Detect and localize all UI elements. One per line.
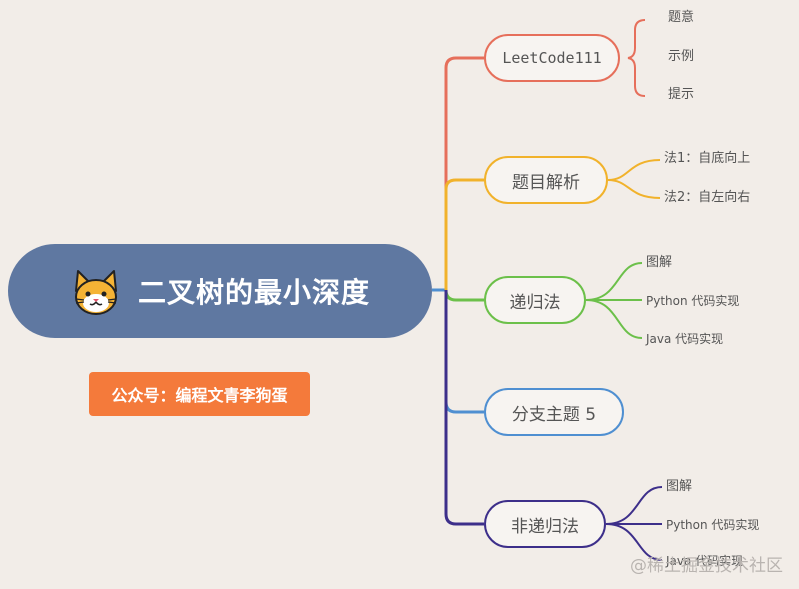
brace-connector-1 — [627, 19, 646, 97]
leaf-connector-3c — [585, 299, 643, 339]
watermark: @稀土掘金技术社区 — [630, 551, 783, 576]
branch-connector-4 — [444, 290, 484, 414]
leaf-topic[interactable]: 法1：自底向上 — [664, 151, 751, 166]
branch-topic-5[interactable]: 分支主题 5 — [484, 388, 624, 436]
leaf-connector-2a — [607, 159, 661, 181]
root-topic[interactable]: 二叉树的最小深度 — [8, 244, 432, 338]
leaf-connector-5a — [605, 486, 663, 525]
leaf-topic[interactable]: 题意 — [668, 10, 695, 25]
leaf-topic[interactable]: Python 代码实现 — [646, 294, 740, 308]
branch-label: 递归法 — [509, 292, 561, 313]
branch-connector-5 — [444, 290, 484, 526]
branch-label: LeetCode111 — [502, 49, 602, 67]
branch-label: 题目解析 — [512, 172, 580, 193]
branch-label: 分支主题 5 — [511, 404, 597, 425]
branch-connector-3 — [444, 289, 484, 302]
leaf-topic[interactable]: 示例 — [668, 49, 695, 64]
watermark-text: @稀土掘金技术社区 — [630, 556, 783, 576]
root-title: 二叉树的最小深度 — [137, 276, 370, 309]
leaf-topic[interactable]: 图解 — [646, 255, 673, 270]
leaf-connector-3a — [585, 262, 643, 301]
branch-topic-leetcode[interactable]: LeetCode111 — [484, 34, 620, 82]
cat-face-icon — [74, 270, 117, 315]
account-badge: 公众号：编程文青李狗蛋 — [89, 372, 310, 416]
leaf-connector-2b — [607, 179, 661, 199]
branch-connector-1 — [444, 56, 484, 290]
account-badge-text: 公众号：编程文青李狗蛋 — [111, 386, 288, 405]
branch-label: 非递归法 — [511, 516, 579, 537]
leaf-connector-5c — [605, 523, 663, 561]
branch-topic-analysis[interactable]: 题目解析 — [484, 156, 608, 204]
leaf-topic[interactable]: 提示 — [668, 87, 695, 102]
leaf-topic[interactable]: 法2：自左向右 — [664, 190, 751, 205]
leaf-topic[interactable]: 图解 — [666, 479, 693, 494]
leaf-topic[interactable]: Java 代码实现 — [646, 332, 724, 346]
branch-connector-2 — [444, 178, 484, 290]
branch-topic-iterative[interactable]: 非递归法 — [484, 500, 606, 548]
leaf-topic[interactable]: Java 代码实现 — [666, 554, 744, 568]
branch-topic-recursive[interactable]: 递归法 — [484, 276, 586, 324]
leaf-topic[interactable]: Python 代码实现 — [666, 518, 760, 532]
